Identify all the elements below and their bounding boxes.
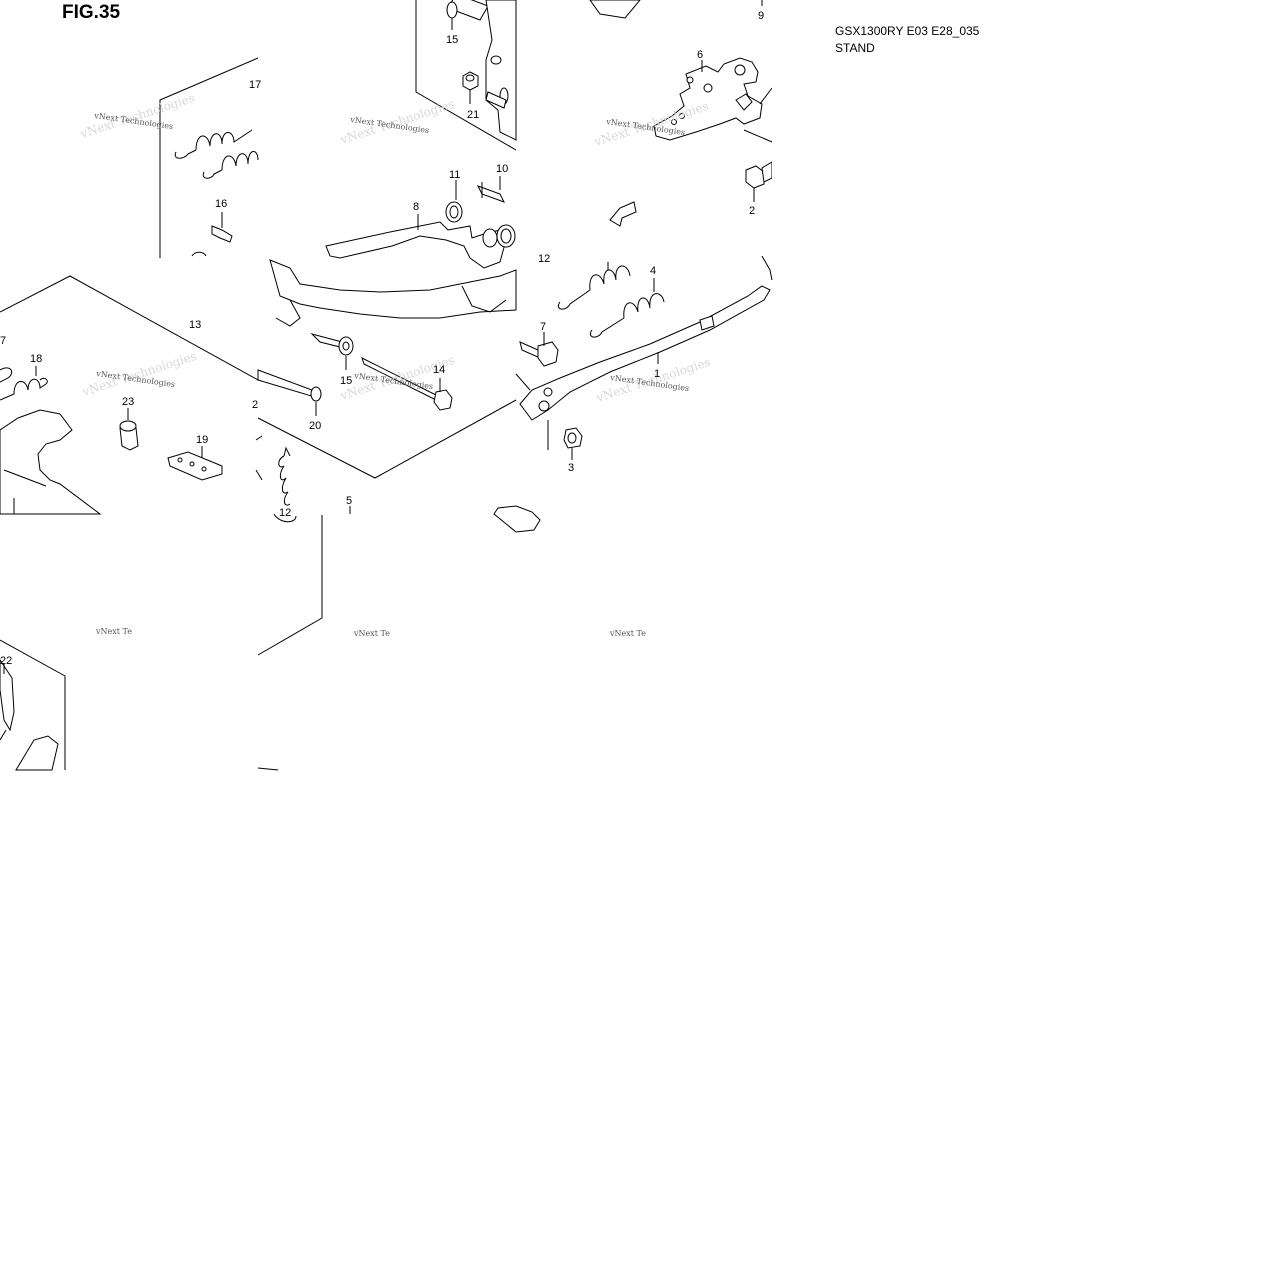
model-name: STAND: [835, 41, 875, 55]
watermark-text: vNext Te: [609, 629, 646, 638]
callout-label: 8: [413, 201, 419, 213]
panel-main: [257, 399, 517, 479]
panel-upper-right: [415, 0, 517, 151]
callout-label: 14: [433, 364, 445, 376]
spring-part-12-upper: [557, 262, 631, 310]
bolt-part-16: [191, 212, 233, 257]
spring-part-4: [589, 278, 665, 338]
callout-label: 7: [540, 321, 546, 333]
spring-part-12-lower: [255, 435, 297, 523]
tile-gap: [0, 258, 160, 262]
callout-label: 15: [446, 34, 458, 46]
stand-cushion-part-9: [589, 0, 763, 19]
pipe-part-20: [257, 369, 322, 416]
callout-label: 9: [758, 10, 764, 22]
callout-label: 10: [496, 163, 508, 175]
callout-label: 23: [122, 396, 134, 408]
callout-label: 11: [449, 169, 460, 181]
callout-label: 17: [249, 79, 261, 91]
cap-part-23: [119, 408, 139, 451]
model-code: GSX1300RY E03 E28_035: [835, 24, 980, 38]
nut-part-21: [462, 71, 479, 104]
bracket-part: [485, 0, 517, 141]
callout-label: 7: [0, 335, 6, 347]
forward-direction-arrow: FWD: [609, 201, 637, 227]
stand-foot-part-5: [257, 505, 541, 771]
callout-label: 2: [252, 399, 258, 411]
stand-bracket-part-6: [653, 57, 773, 143]
callout-label: 3: [568, 462, 574, 474]
figure-label: FIG.35: [62, 2, 121, 23]
washer-part-11: [445, 180, 463, 223]
pin-part-15-top: [446, 0, 489, 30]
side-stand-part-1: [515, 255, 773, 450]
callout-label: 19: [196, 434, 208, 446]
bolt-part-2: [745, 161, 773, 202]
watermark-text: vNext Te: [353, 629, 390, 638]
callout-label: 18: [30, 353, 42, 365]
center-stand-part-8: [269, 214, 517, 327]
watermark-text: vNext Te: [95, 627, 132, 636]
callout-label: 22: [0, 655, 12, 667]
collar-part-15-lower: [310, 333, 354, 370]
panel-upper-left: [159, 57, 259, 258]
plate-part-19: [167, 446, 223, 481]
callout-label: 5: [346, 495, 352, 507]
tile-gap: [772, 0, 782, 260]
callouts: 15 21 9 6 17 16 11 10 8 2 12 4 13 7 18 7…: [0, 10, 764, 667]
callout-label: 21: [467, 109, 479, 121]
callout-label: 1: [654, 368, 660, 380]
callout-label: 16: [215, 198, 227, 210]
nut-part-3: [563, 427, 583, 460]
spring-part-18: [0, 366, 48, 401]
callout-label: 2: [749, 205, 755, 217]
callout-label: 6: [697, 49, 703, 61]
spring-part-17-upper: [174, 129, 259, 179]
bolt-part-10: [476, 176, 506, 203]
panel-lower-mid: [257, 515, 323, 656]
callout-label: 20: [309, 420, 321, 432]
spring-part-17-lower: [0, 367, 13, 383]
frame-part-lower-left: [0, 409, 102, 771]
callout-label: 15: [340, 375, 352, 387]
callout-label: 12: [538, 253, 550, 265]
callout-label: 12: [279, 507, 291, 519]
callout-label: 13: [189, 319, 201, 331]
bolt-part-7: [519, 332, 559, 367]
callout-label: 4: [650, 265, 656, 277]
bolt-part-14: [361, 357, 453, 411]
panel-lower-left: [0, 275, 259, 770]
